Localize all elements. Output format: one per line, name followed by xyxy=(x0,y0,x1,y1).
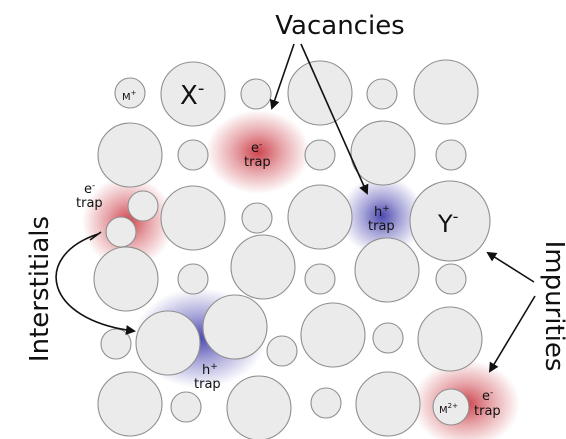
interstitials-arrow-tail xyxy=(89,231,102,241)
interstitial-anion-large xyxy=(135,310,201,376)
cation-small xyxy=(435,263,467,295)
anion-large xyxy=(226,375,292,439)
interstitial-atom xyxy=(105,216,137,248)
anion-large xyxy=(97,371,163,437)
cation-small xyxy=(435,139,467,171)
vacancies-arrow-hole xyxy=(300,43,369,195)
cation-small xyxy=(177,139,209,171)
svg-text:e-: e- xyxy=(482,388,493,404)
interstitial-hole-trap-label: h+ trap xyxy=(194,362,221,392)
cation-small xyxy=(366,78,398,110)
anion-large xyxy=(93,246,159,312)
svg-text:e-: e- xyxy=(84,181,95,197)
svg-text:trap: trap xyxy=(194,377,221,392)
impurity-anion-large xyxy=(409,180,491,262)
anion-large xyxy=(287,60,353,126)
metal-ion-small xyxy=(114,77,146,109)
impurities-heading: Impurities xyxy=(539,241,566,372)
vacancies-arrow-electron xyxy=(269,43,295,110)
cation-small xyxy=(177,263,209,295)
interstitial-atom xyxy=(127,190,159,222)
svg-text:h+: h+ xyxy=(202,362,218,378)
cation-small xyxy=(310,387,342,419)
cation-small xyxy=(372,322,404,354)
anion-large xyxy=(287,184,353,250)
interstitials-heading: Interstitials xyxy=(25,216,55,362)
cation-small xyxy=(100,328,132,360)
vacancies-heading: Vacancies xyxy=(275,11,404,41)
anion-large xyxy=(413,59,479,125)
annotation-arrows xyxy=(55,43,536,373)
vacancy-electron-trap-glow xyxy=(206,110,310,194)
svg-text:trap: trap xyxy=(368,219,395,234)
vacancy-electron-trap-label: e- trap xyxy=(244,140,271,170)
impurity-metal-label: M2+ xyxy=(439,402,458,416)
cation-small xyxy=(240,78,272,110)
impurity-electron-trap-label: e- trap xyxy=(474,388,501,419)
cation-small xyxy=(266,335,298,367)
svg-text:e-: e- xyxy=(251,140,262,156)
interstitials-arrow xyxy=(55,233,136,335)
anion-large xyxy=(97,122,163,188)
svg-text:trap: trap xyxy=(244,155,271,170)
anion-large xyxy=(417,306,483,372)
anion-large xyxy=(160,185,226,251)
metal-ion-label: M+ xyxy=(122,89,137,103)
cation-small xyxy=(241,202,273,234)
impurity-anion-label: Y- xyxy=(437,207,458,238)
anion-large xyxy=(230,234,296,300)
cation-small xyxy=(304,263,336,295)
svg-text:trap: trap xyxy=(76,196,103,211)
anion-label: X- xyxy=(180,78,204,111)
svg-text:h+: h+ xyxy=(374,204,390,220)
anion-large xyxy=(300,302,366,368)
impurities-arrow-anion xyxy=(486,251,535,283)
svg-text:trap: trap xyxy=(474,404,501,419)
anion-large xyxy=(350,120,416,186)
anion-large xyxy=(160,61,226,127)
cation-small xyxy=(304,139,336,171)
anion-large xyxy=(355,371,421,437)
interstitial-anion-large xyxy=(202,294,268,360)
impurities-arrow-metal xyxy=(488,295,536,373)
interstitial-electron-trap-label: e- trap xyxy=(76,181,103,211)
vacancy-hole-trap-label: h+ trap xyxy=(368,204,395,234)
vacancy-hole-trap-glow xyxy=(340,176,424,256)
impurity-cation-small xyxy=(432,388,470,426)
lattice-atoms xyxy=(93,59,491,439)
cation-small xyxy=(170,391,202,423)
anion-large xyxy=(354,237,420,303)
